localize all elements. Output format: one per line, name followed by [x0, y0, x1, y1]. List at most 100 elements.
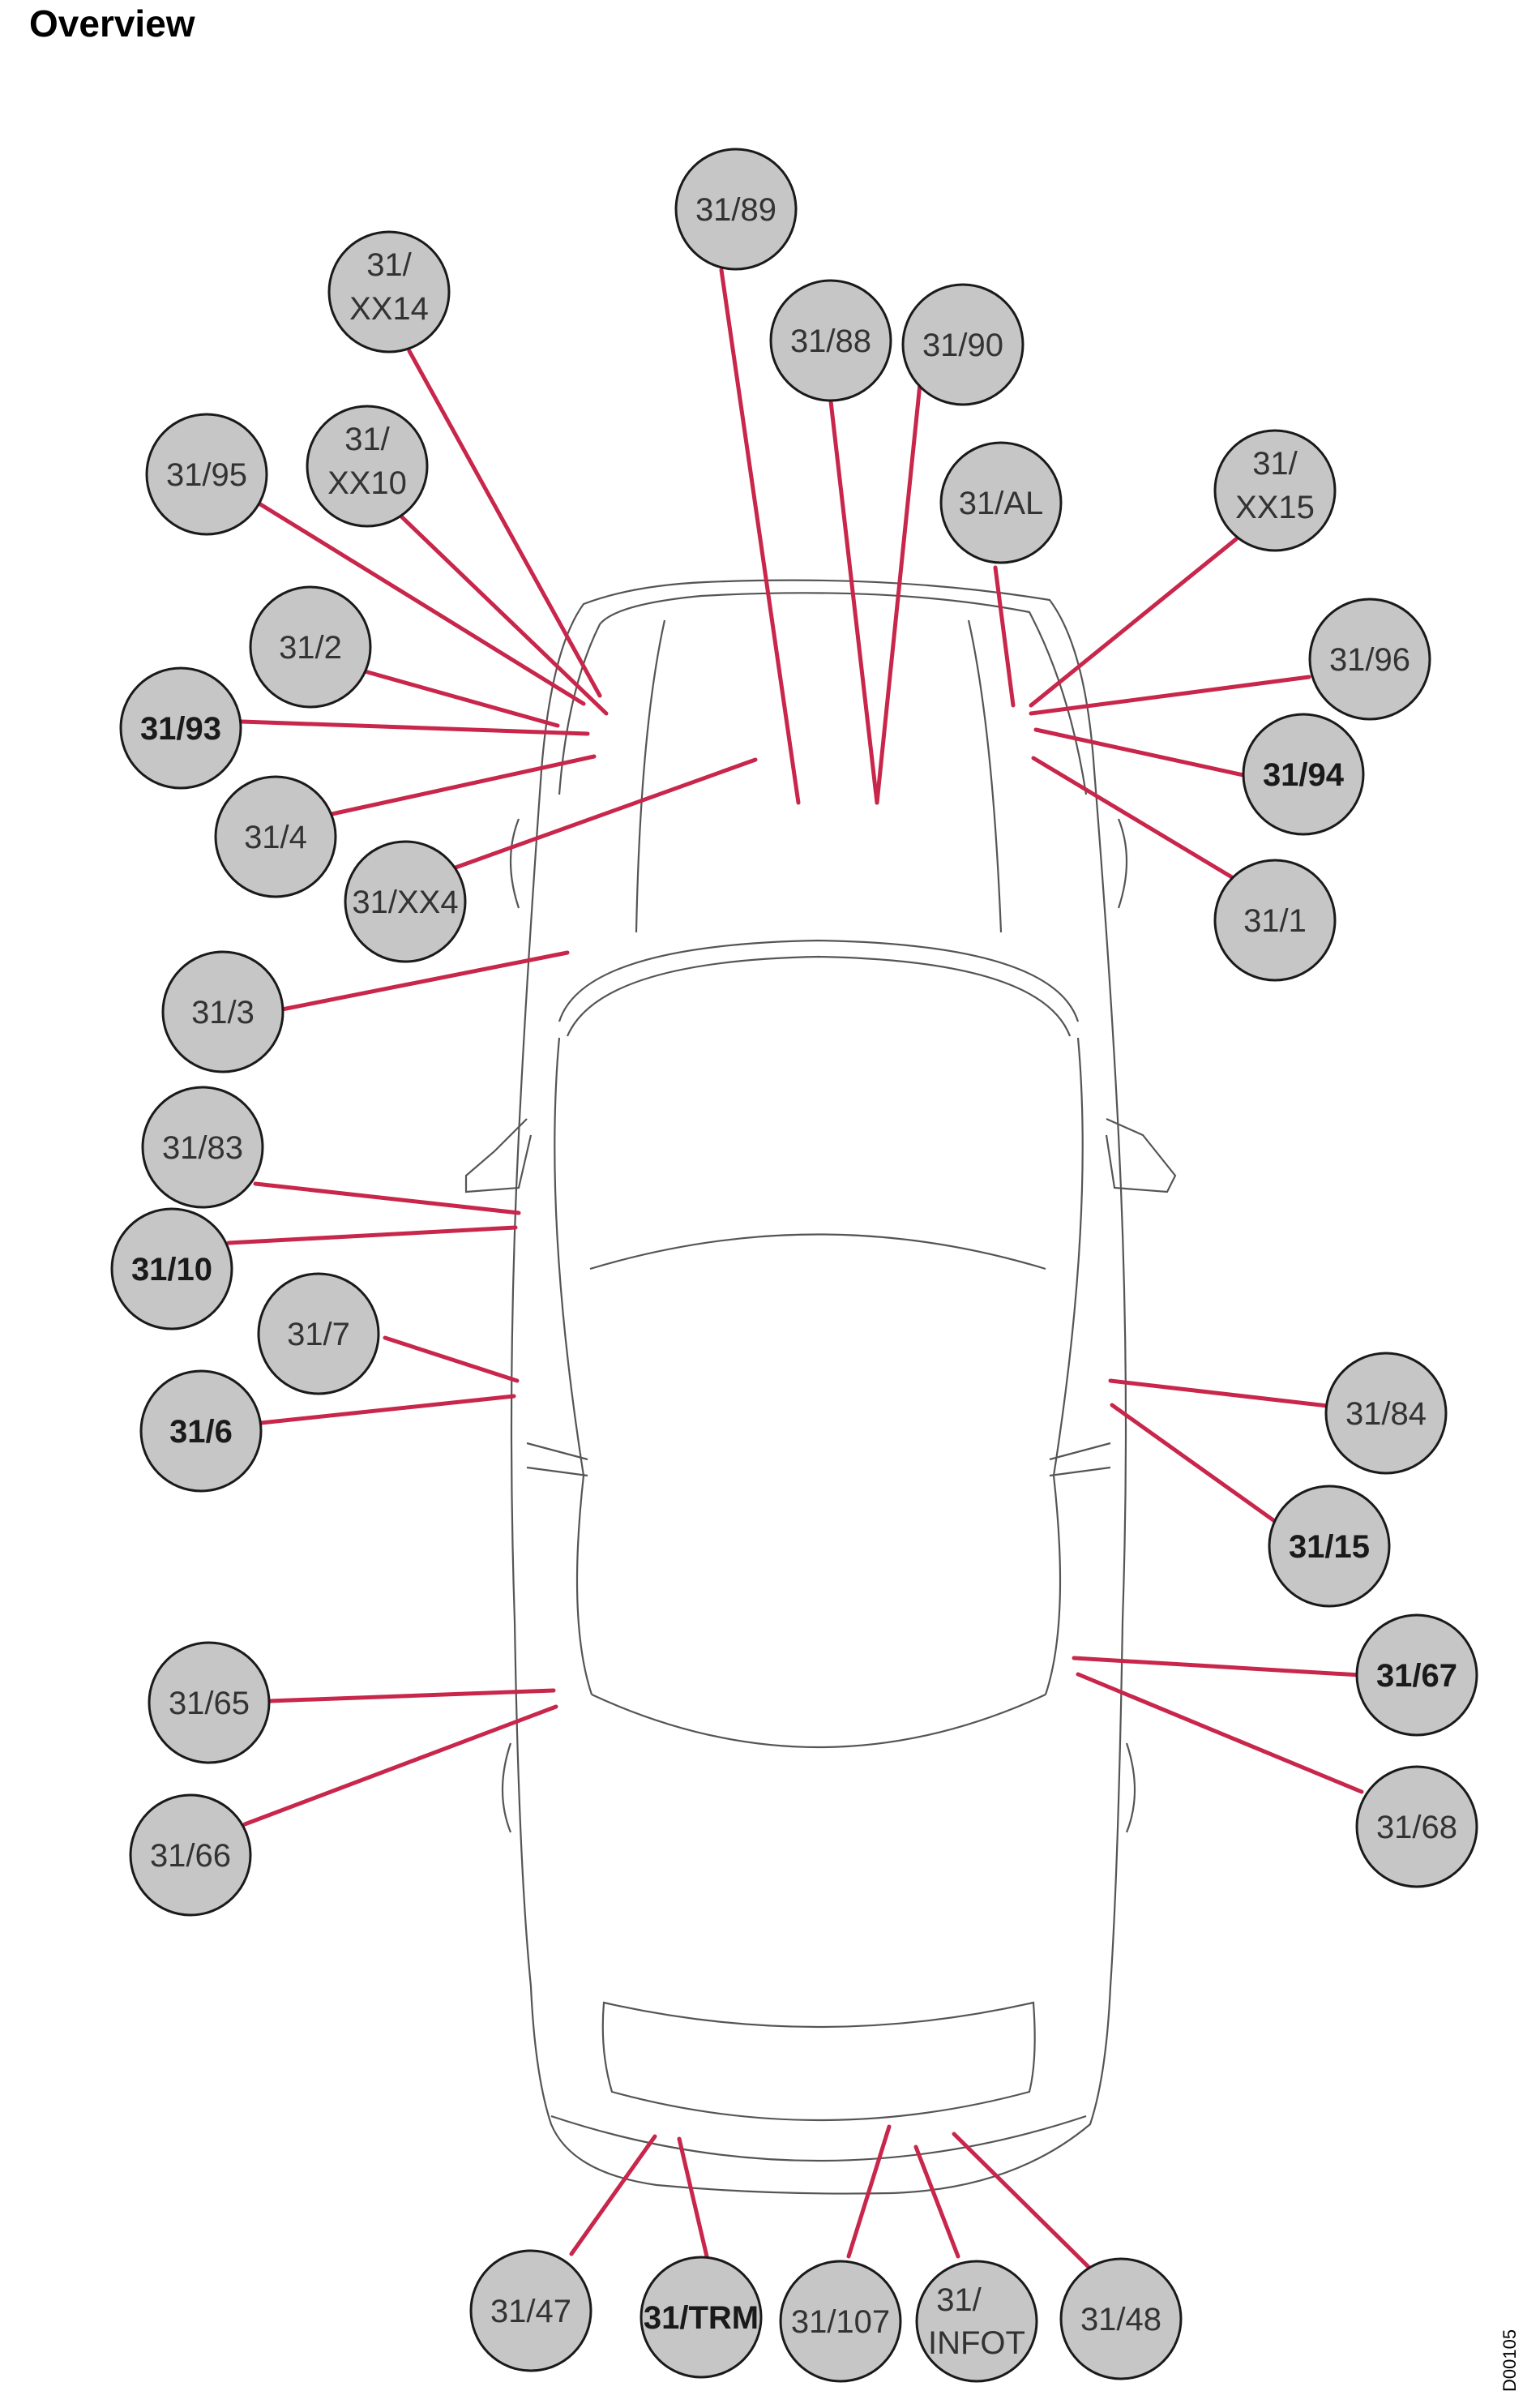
badge-31-2[interactable]: 31/2: [249, 585, 372, 709]
leader-31-2: [362, 669, 560, 728]
badge-31-83[interactable]: 31/83: [141, 1086, 264, 1209]
badge-label: 31/90: [922, 328, 1003, 363]
badge-31-66[interactable]: 31/66: [129, 1793, 252, 1917]
leader-31-90: [875, 342, 926, 805]
badge-label: 31/107: [791, 2304, 890, 2340]
badge-31-10[interactable]: 31/10: [110, 1207, 233, 1330]
leader-lines: [226, 268, 1364, 2275]
leader-31-94: [1033, 727, 1253, 779]
badge-label: 31/1: [1243, 903, 1307, 939]
badge-label-line-2: XX14: [349, 291, 429, 327]
badge-label: 31/95: [166, 457, 247, 493]
leader-31-xx15: [1029, 537, 1238, 708]
page-title: Overview: [29, 2, 195, 45]
leader-31-xx10: [397, 512, 609, 716]
badge-label-line-1: 31/: [936, 2282, 982, 2318]
badge-label: 31/89: [695, 192, 776, 228]
badge-label: 31/83: [162, 1130, 243, 1166]
leader-31-1: [1031, 756, 1238, 882]
leader-31-88: [828, 399, 879, 805]
badge-31-xx10[interactable]: 31/ XX10: [306, 405, 429, 528]
badge-31-48[interactable]: 31/48: [1059, 2257, 1183, 2380]
badge-label: 31/AL: [959, 486, 1044, 521]
badge-label: 31/47: [490, 2294, 571, 2329]
badge-31-4[interactable]: 31/4: [214, 775, 337, 898]
badge-31-7[interactable]: 31/7: [257, 1272, 380, 1395]
badge-label: 31/3: [191, 995, 255, 1030]
badge-31-6[interactable]: 31/6: [139, 1369, 263, 1493]
badge-label: 31/65: [169, 1686, 250, 1721]
badge-label: 31/96: [1329, 642, 1410, 678]
badge-31-93[interactable]: 31/93: [119, 666, 242, 790]
leader-31-15: [1110, 1403, 1281, 1527]
leader-31-48: [952, 2132, 1097, 2275]
badge-label: 31/TRM: [644, 2300, 759, 2336]
badge-label: 31/48: [1080, 2302, 1161, 2337]
badge-label-line-1: 31/: [1252, 446, 1298, 482]
badge-31-47[interactable]: 31/47: [469, 2249, 592, 2372]
leader-31-107: [846, 2124, 892, 2259]
badge-label: 31/2: [279, 630, 342, 666]
leader-31-47: [569, 2134, 657, 2256]
leader-31-trm: [677, 2136, 709, 2259]
badge-label: 31/XX4: [352, 885, 458, 920]
badge-31-15[interactable]: 31/15: [1268, 1485, 1391, 1608]
badge-31-89[interactable]: 31/89: [674, 148, 798, 271]
leader-31-4: [326, 754, 597, 817]
badge-31-al[interactable]: 31/AL: [939, 441, 1063, 564]
leader-31-xx14: [407, 349, 602, 698]
leader-31-7: [383, 1335, 520, 1383]
badge-31-90[interactable]: 31/90: [901, 283, 1025, 406]
badge-label-line-1: 31/: [344, 422, 390, 457]
leader-31-infot: [913, 2144, 960, 2259]
badge-31-107[interactable]: 31/107: [779, 2260, 902, 2383]
leader-31-93: [239, 719, 590, 736]
badge-label: 31/66: [150, 1838, 231, 1874]
badge-31-84[interactable]: 31/84: [1324, 1352, 1448, 1475]
badge-label: 31/7: [287, 1317, 350, 1352]
badge-31-3[interactable]: 31/3: [161, 950, 284, 1073]
leader-31-95: [255, 500, 586, 706]
document-code: D00105: [1499, 2329, 1520, 2392]
leader-31-96: [1029, 675, 1311, 716]
badge-label: 31/67: [1376, 1658, 1457, 1694]
badge-label: 31/93: [140, 711, 221, 747]
badge-label: 31/6: [169, 1414, 233, 1450]
badge-label: 31/88: [790, 323, 871, 359]
leader-31-66: [242, 1704, 558, 1827]
badge-31-96[interactable]: 31/96: [1308, 598, 1431, 721]
badge-label: 31/94: [1263, 757, 1345, 793]
badge-31-88[interactable]: 31/88: [769, 279, 892, 402]
connector-badges: 31/89 31/ XX14 31/88 31/90 31/95 31/ XX1…: [110, 148, 1478, 2383]
badge-31-68[interactable]: 31/68: [1355, 1765, 1478, 1888]
leader-31-67: [1072, 1656, 1362, 1677]
badge-31-95[interactable]: 31/95: [145, 413, 268, 536]
badge-label: 31/68: [1376, 1810, 1457, 1845]
badge-31-1[interactable]: 31/1: [1213, 859, 1337, 982]
car-outline: [464, 579, 1177, 2195]
leader-31-6: [259, 1394, 516, 1425]
badge-label: 31/10: [131, 1252, 212, 1288]
badge-31-xx15[interactable]: 31/ XX15: [1213, 429, 1337, 552]
leader-31-84: [1108, 1378, 1330, 1408]
badge-31-trm[interactable]: 31/TRM: [640, 2256, 763, 2379]
badge-31-65[interactable]: 31/65: [148, 1641, 271, 1764]
badge-31-xx4[interactable]: 31/XX4: [344, 840, 467, 963]
leader-31-68: [1076, 1672, 1364, 1794]
badge-31-67[interactable]: 31/67: [1355, 1613, 1478, 1737]
leader-31-65: [267, 1688, 556, 1703]
badge-31-xx14[interactable]: 31/ XX14: [327, 230, 451, 353]
leader-31-3: [280, 950, 570, 1012]
leader-31-83: [253, 1181, 521, 1215]
badge-label: 31/15: [1289, 1529, 1370, 1565]
badge-31-94[interactable]: 31/94: [1242, 713, 1365, 836]
leader-31-xx4: [453, 757, 758, 870]
badge-label: 31/4: [244, 820, 307, 855]
leader-31-10: [226, 1225, 518, 1245]
badge-label-line-2: XX10: [327, 465, 407, 501]
badge-label-line-1: 31/: [366, 247, 412, 283]
leader-31-89: [719, 268, 801, 805]
badge-31-infot[interactable]: 31/ INFOT: [915, 2260, 1038, 2383]
badge-label-line-2: INFOT: [928, 2325, 1025, 2361]
